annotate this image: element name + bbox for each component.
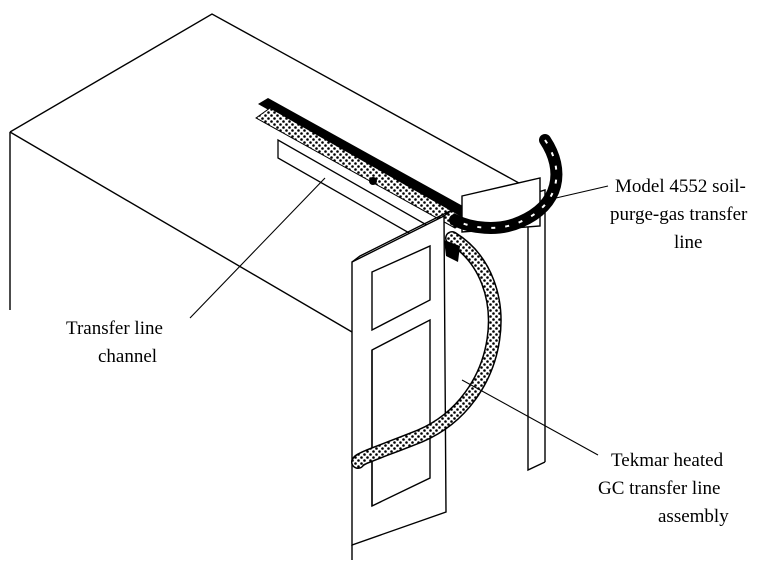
gc-panel-outline [351,214,447,546]
label-model-line-3: line [674,232,703,253]
transfer-line-channel [255,98,470,248]
leader-tekmar-assembly [461,379,599,456]
cabinet-right-inner [527,188,546,472]
model-4552-transfer-line [449,134,563,234]
gc-panel [351,209,453,560]
cabinet-front-top-edge [9,131,353,333]
gc-panel-upper-window [371,244,431,332]
label-model-line-2: purge-gas transfer [610,204,748,225]
label-transfer-line-2: channel [98,346,157,367]
leader-model-4552 [555,185,609,199]
cabinet-top-face [9,13,529,189]
leader-transfer-line-channel [189,177,326,319]
tekmar-heated-transfer-line [351,231,502,469]
label-tekmar-line-1: Tekmar heated [611,450,724,471]
label-tekmar-line-3: assembly [658,506,729,527]
label-transfer-line-1: Transfer line [66,318,163,339]
labels: Model 4552 soil- purge-gas transfer line… [66,176,748,527]
label-tekmar-line-2: GC transfer line [598,478,720,499]
leader-lines [189,177,609,456]
label-model-line-1: Model 4552 soil- [615,176,746,197]
